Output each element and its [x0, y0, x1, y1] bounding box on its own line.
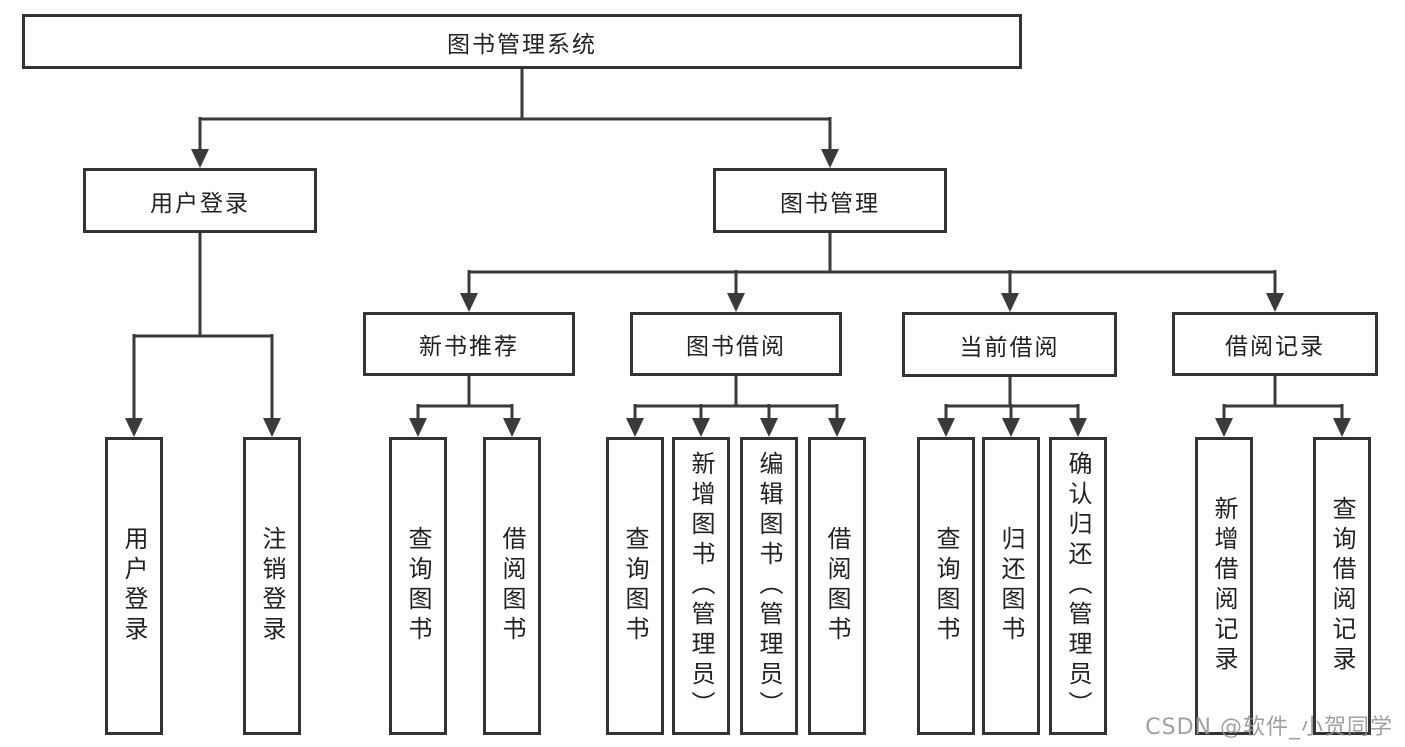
- node-new-book-recommend: 新书推荐: [363, 312, 575, 376]
- node-label: 查询借阅记录: [1328, 496, 1356, 676]
- node-leaf-bb-edit-books-admin: 编辑图书（管理员）: [740, 437, 798, 735]
- node-book-mgmt: 图书管理: [713, 168, 947, 233]
- node-root-label: 图书管理系统: [447, 31, 597, 58]
- connector-new-book-branch: [409, 376, 521, 437]
- node-borrow-records: 借阅记录: [1172, 312, 1378, 376]
- node-leaf-user-login: 用户登录: [105, 437, 163, 735]
- node-leaf-cb-query-books: 查询图书: [917, 437, 975, 735]
- node-user-login-label: 用户登录: [150, 190, 250, 217]
- connector-book-borrow-branch: [626, 376, 846, 437]
- node-leaf-logout: 注销登录: [243, 437, 301, 735]
- node-leaf-br-query-record: 查询借阅记录: [1313, 437, 1371, 735]
- node-label: 新增图书（管理员）: [687, 451, 715, 721]
- node-label: 借阅图书: [498, 526, 526, 646]
- node-leaf-nb-query-books: 查询图书: [389, 437, 447, 735]
- node-label: 新书推荐: [419, 334, 519, 360]
- connector-borrow-records-branch: [1215, 376, 1351, 437]
- node-label: 借阅记录: [1225, 334, 1325, 360]
- node-book-mgmt-label: 图书管理: [780, 190, 880, 217]
- node-leaf-nb-borrow-books: 借阅图书: [483, 437, 541, 735]
- node-label: 图书借阅: [686, 334, 786, 360]
- node-leaf-cb-confirm-return-admin: 确认归还（管理员）: [1049, 437, 1107, 735]
- node-label: 编辑图书（管理员）: [755, 451, 783, 721]
- node-current-borrow: 当前借阅: [902, 312, 1117, 377]
- node-root: 图书管理系统: [22, 14, 1022, 69]
- connector-book-mgmt-branch: [460, 233, 1284, 312]
- node-label: 确认归还（管理员）: [1064, 451, 1092, 721]
- connector-user-login-branch: [125, 233, 281, 437]
- node-leaf-bb-borrow-books: 借阅图书: [808, 437, 866, 735]
- connector-root-to-level2: [191, 69, 839, 168]
- connector-current-borrow-branch: [937, 377, 1087, 437]
- node-label: 当前借阅: [959, 334, 1060, 361]
- node-label: 用户登录: [120, 526, 148, 646]
- node-label: 归还图书: [997, 526, 1025, 646]
- node-label: 新增借阅记录: [1210, 496, 1238, 676]
- csdn-watermark: CSDN @软件_小贺同学: [1145, 715, 1393, 740]
- node-leaf-bb-query-books: 查询图书: [606, 437, 664, 735]
- node-label: 查询图书: [404, 526, 432, 646]
- node-book-borrow: 图书借阅: [630, 312, 842, 376]
- node-label: 查询图书: [621, 526, 649, 646]
- node-leaf-cb-return-books: 归还图书: [982, 437, 1040, 735]
- node-label: 查询图书: [932, 526, 960, 646]
- node-leaf-br-add-record: 新增借阅记录: [1195, 437, 1253, 735]
- node-label: 注销登录: [258, 526, 286, 646]
- node-leaf-bb-add-books-admin: 新增图书（管理员）: [672, 437, 730, 735]
- node-user-login: 用户登录: [83, 168, 317, 233]
- node-label: 借阅图书: [823, 526, 851, 646]
